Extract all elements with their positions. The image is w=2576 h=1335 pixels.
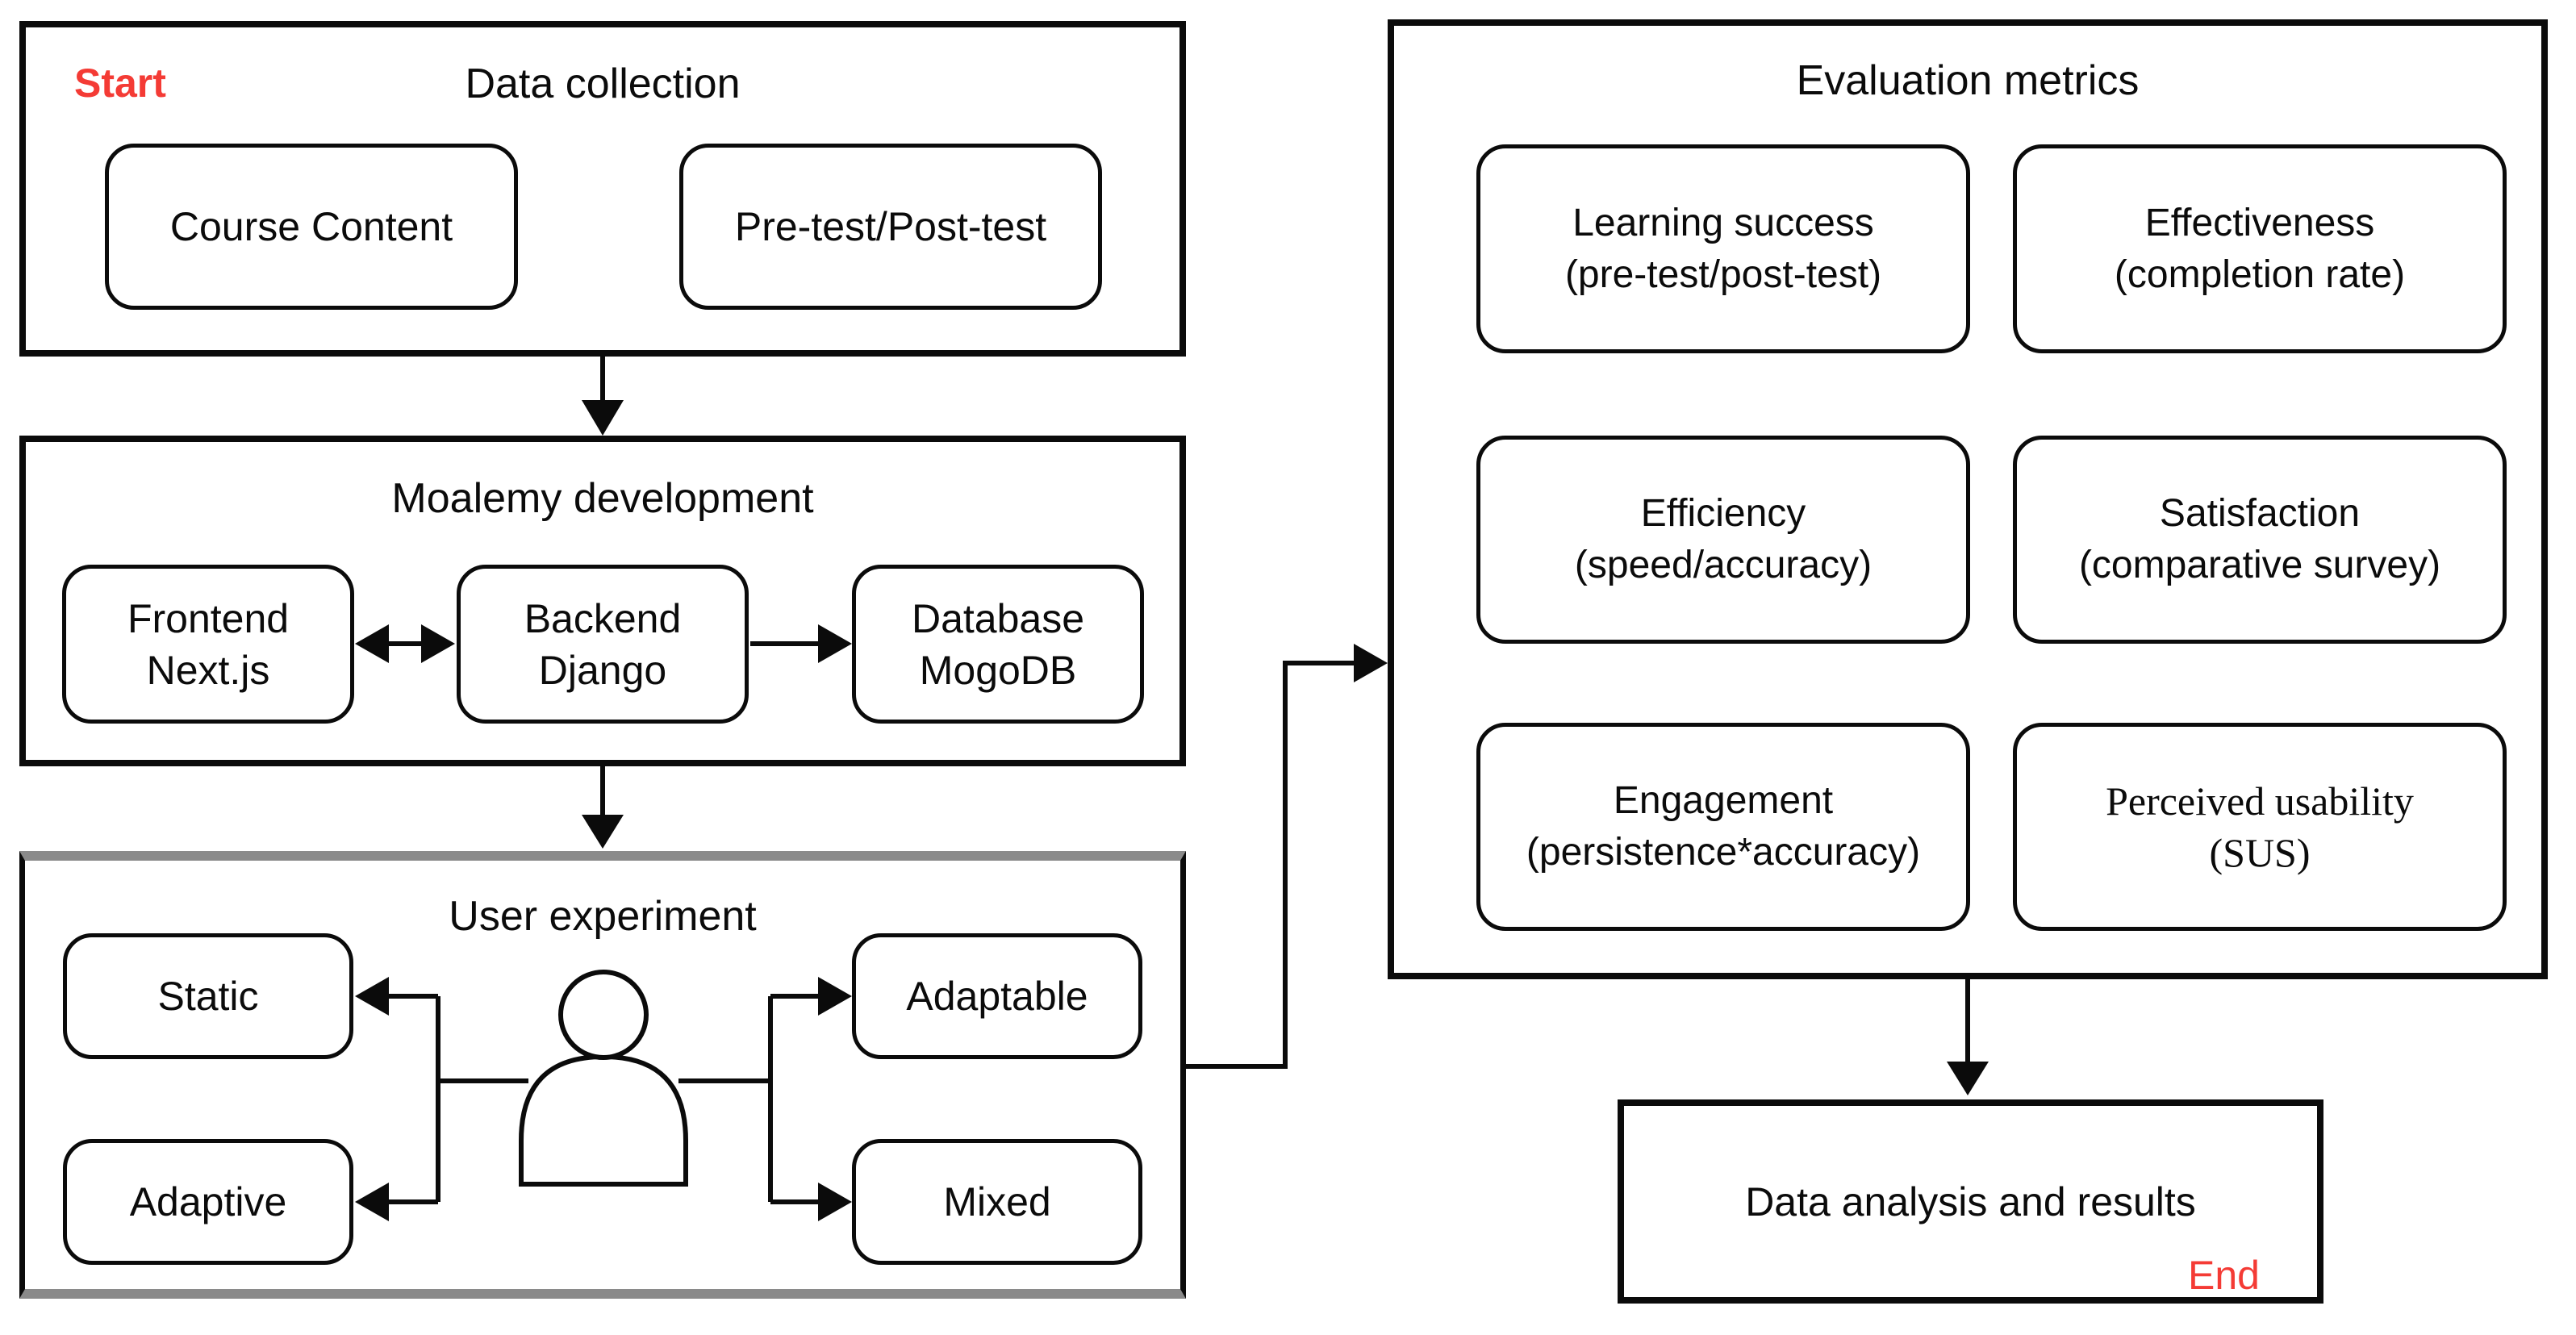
mixed-label: Mixed: [943, 1179, 1051, 1224]
data-collection-group: [19, 21, 1186, 357]
engagement-line2: (persistence*accuracy): [1526, 831, 1921, 874]
efficiency-line2: (speed/accuracy): [1574, 544, 1873, 586]
evaluation-title: Evaluation metrics: [1796, 57, 2140, 104]
data-collection-title: Data collection: [465, 60, 741, 107]
experiment-title: User experiment: [449, 893, 757, 940]
adaptable-label: Adaptable: [906, 974, 1088, 1019]
adaptive-box: Adaptive: [63, 1139, 353, 1265]
arrow-down-icon: [1947, 979, 1989, 1095]
arrow-down-icon: [582, 766, 624, 849]
frontend-label-line1: Frontend: [127, 595, 290, 641]
backend-label-line1: Backend: [524, 595, 682, 641]
data-analysis-box: Data analysis and results: [1618, 1099, 2323, 1304]
perceived-usability-line2: (SUS): [2209, 830, 2311, 875]
learning-success-line2: (pre-test/post-test): [1564, 252, 1882, 296]
development-title: Moalemy development: [391, 475, 814, 522]
adaptive-label: Adaptive: [129, 1179, 287, 1224]
user-silhouette-icon: [519, 970, 688, 1187]
development-group: [19, 436, 1186, 766]
effectiveness-line2: (completion rate): [2114, 252, 2406, 296]
double-arrow-icon: [355, 624, 455, 663]
arrow-right-icon: [750, 624, 852, 663]
backend-label-line2: Django: [538, 647, 667, 693]
database-label-line1: Database: [911, 595, 1085, 641]
engagement-box: Engagement (persistence*accuracy): [1476, 723, 1970, 931]
perceived-usability-line1: Perceived usability: [2106, 778, 2414, 824]
static-label: Static: [157, 974, 259, 1019]
end-label: End: [2188, 1253, 2260, 1298]
satisfaction-box: Satisfaction (comparative survey): [2013, 436, 2507, 644]
engagement-line1: Engagement: [1613, 779, 1834, 822]
static-box: Static: [63, 933, 353, 1059]
frontend-label-line2: Next.js: [146, 647, 270, 693]
satisfaction-line1: Satisfaction: [2159, 492, 2361, 535]
learning-success-line1: Learning success: [1572, 201, 1874, 244]
learning-success-box: Learning success (pre-test/post-test): [1476, 144, 1970, 353]
satisfaction-line2: (comparative survey): [2078, 544, 2441, 586]
database-label-line2: MogoDB: [919, 647, 1077, 693]
mixed-box: Mixed: [852, 1139, 1142, 1265]
branch-left-connector: [355, 977, 528, 1221]
arrow-down-icon: [582, 355, 624, 436]
database-box: Database MogoDB: [852, 565, 1144, 724]
pretest-posttest-box: Pre-test/Post-test: [679, 144, 1102, 310]
experiment-to-evaluation-connector: [1183, 644, 1388, 1069]
course-content-label: Course Content: [169, 204, 453, 249]
backend-box: Backend Django: [457, 565, 749, 724]
adaptable-box: Adaptable: [852, 933, 1142, 1059]
frontend-box: Frontend Next.js: [62, 565, 354, 724]
branch-right-connector: [678, 977, 852, 1221]
effectiveness-line1: Effectiveness: [2144, 201, 2375, 244]
experiment-group: [19, 851, 1186, 1299]
effectiveness-box: Effectiveness (completion rate): [2013, 144, 2507, 353]
perceived-usability-box: Perceived usability (SUS): [2013, 723, 2507, 931]
pretest-posttest-label: Pre-test/Post-test: [734, 204, 1047, 249]
start-label: Start: [74, 60, 166, 106]
evaluation-group: [1388, 19, 2548, 979]
efficiency-line1: Efficiency: [1640, 492, 1806, 535]
course-content-box: Course Content: [105, 144, 518, 310]
data-analysis-label: Data analysis and results: [1745, 1179, 2196, 1224]
efficiency-box: Efficiency (speed/accuracy): [1476, 436, 1970, 644]
